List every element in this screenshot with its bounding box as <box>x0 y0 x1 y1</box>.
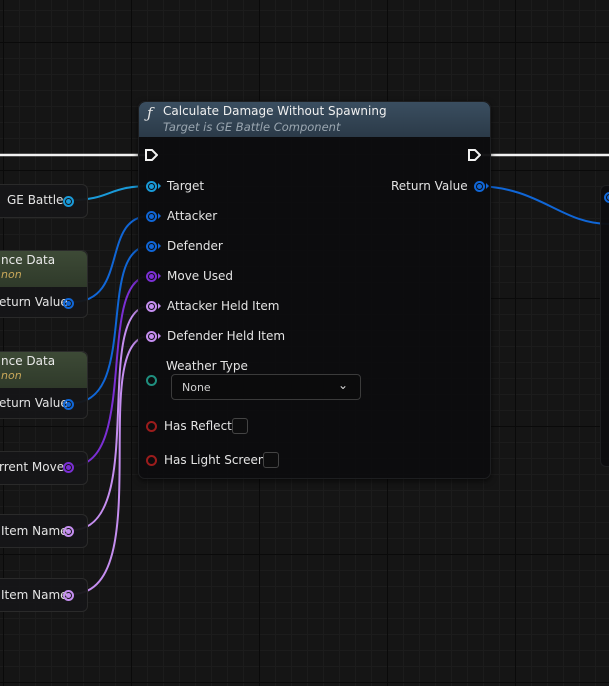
attacker-pin-icon[interactable] <box>146 210 157 222</box>
instance-data-title-1: nce Data <box>1 253 56 267</box>
pin-defender[interactable]: Defender <box>146 238 223 254</box>
instance-data-header-2: nce Data non <box>0 352 87 388</box>
item-name-label-1: Item Name <box>1 524 68 538</box>
pin-arrow-icon <box>158 243 161 249</box>
wire-move-used <box>71 275 151 467</box>
instance-data-node-1[interactable]: nce Data non eturn Value <box>0 250 88 318</box>
exec-output-pin[interactable] <box>468 149 481 161</box>
pin-arrow-icon <box>158 333 161 339</box>
weather-type-dropdown[interactable]: None ⌄ <box>171 374 361 400</box>
instance-data-output-pin-2[interactable] <box>63 399 74 410</box>
downstream-input-pin[interactable] <box>604 192 609 203</box>
defender-held-item-pin-label: Defender Held Item <box>167 329 286 343</box>
pin-arrow-icon <box>158 303 161 309</box>
item-name-label-2: Item Name <box>1 588 68 602</box>
has-light-screen-pin-icon[interactable] <box>146 454 157 466</box>
attacker-held-item-pin-icon[interactable] <box>146 300 157 312</box>
wire-defender <box>71 245 151 404</box>
return-value-pin-icon[interactable] <box>473 180 485 192</box>
target-pin-label: Target <box>167 179 205 193</box>
node-header[interactable]: ƒ Calculate Damage Without Spawning Targ… <box>139 102 490 137</box>
downstream-node[interactable] <box>600 185 609 467</box>
pin-has-light-screen[interactable]: Has Light Screen <box>146 452 265 468</box>
move-used-pin-icon[interactable] <box>146 270 157 282</box>
pin-target[interactable]: Target <box>146 178 204 194</box>
pin-weather-type[interactable] <box>146 372 157 388</box>
defender-pin-label: Defender <box>167 239 223 253</box>
defender-held-item-pin-icon[interactable] <box>146 330 157 342</box>
pin-attacker-held-item[interactable]: Attacker Held Item <box>146 298 280 314</box>
target-pin-icon[interactable] <box>146 180 157 192</box>
node-subtitle: Target is GE Battle Component <box>163 120 341 134</box>
pin-arrow-icon <box>158 213 161 219</box>
has-reflect-checkbox[interactable] <box>232 418 248 434</box>
instance-data-output-pin-1[interactable] <box>63 298 74 309</box>
attacker-held-item-pin-label: Attacker Held Item <box>167 299 280 313</box>
item-name-output-pin-2[interactable] <box>63 590 74 601</box>
pin-weather-type-label-row: Weather Type <box>166 358 248 374</box>
pin-arrow-icon <box>158 183 161 189</box>
node-title: Calculate Damage Without Spawning <box>163 104 387 118</box>
wire-attacker-item <box>71 305 151 531</box>
has-light-screen-checkbox[interactable] <box>263 452 279 468</box>
function-icon: ƒ <box>147 104 153 122</box>
instance-data-output-label-2: eturn Value <box>0 396 68 410</box>
ge-battle-node[interactable]: GE Battle <box>0 184 88 218</box>
pin-attacker[interactable]: Attacker <box>146 208 217 224</box>
item-name-output-pin-1[interactable] <box>63 526 74 537</box>
item-name-node-1[interactable]: Item Name <box>0 514 88 548</box>
weather-type-pin-label: Weather Type <box>166 359 248 373</box>
current-move-label: rrent Move <box>0 460 65 474</box>
pin-return-value[interactable]: Return Value <box>391 178 489 194</box>
has-reflect-pin-label: Has Reflect <box>164 419 232 433</box>
weather-type-value: None <box>182 381 211 394</box>
has-reflect-pin-icon[interactable] <box>146 420 157 432</box>
pin-has-reflect[interactable]: Has Reflect <box>146 418 232 434</box>
move-used-pin-label: Move Used <box>167 269 234 283</box>
wire-defender-item <box>71 335 151 595</box>
wire-return-value <box>473 185 609 225</box>
pin-move-used[interactable]: Move Used <box>146 268 233 284</box>
pin-arrow-icon <box>485 183 489 189</box>
current-move-node[interactable]: rrent Move <box>0 451 88 485</box>
instance-data-node-2[interactable]: nce Data non eturn Value <box>0 351 88 419</box>
return-value-pin-label: Return Value <box>391 179 468 193</box>
item-name-node-2[interactable]: Item Name <box>0 578 88 612</box>
weather-type-pin-icon[interactable] <box>146 374 157 386</box>
ge-battle-label: GE Battle <box>7 193 64 207</box>
instance-data-subtitle-1: non <box>1 268 22 281</box>
calculate-damage-node[interactable]: ƒ Calculate Damage Without Spawning Targ… <box>138 101 491 479</box>
pin-defender-held-item[interactable]: Defender Held Item <box>146 328 285 344</box>
attacker-pin-label: Attacker <box>167 209 218 223</box>
defender-pin-icon[interactable] <box>146 240 157 252</box>
current-move-output-pin[interactable] <box>63 462 74 473</box>
ge-battle-output-pin[interactable] <box>63 196 74 207</box>
instance-data-output-label-1: eturn Value <box>0 295 68 309</box>
instance-data-subtitle-2: non <box>1 369 22 382</box>
chevron-down-icon: ⌄ <box>337 378 348 392</box>
exec-input-pin[interactable] <box>145 149 158 161</box>
wire-attacker <box>71 215 151 303</box>
instance-data-title-2: nce Data <box>1 354 56 368</box>
pin-arrow-icon <box>158 273 161 279</box>
instance-data-header-1: nce Data non <box>0 251 87 287</box>
has-light-screen-pin-label: Has Light Screen <box>164 453 266 467</box>
